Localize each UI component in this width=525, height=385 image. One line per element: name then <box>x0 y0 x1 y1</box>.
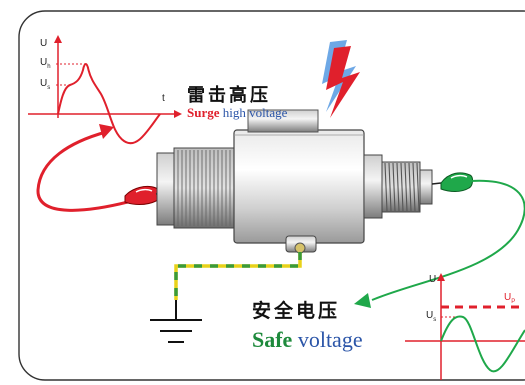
ground-wire <box>174 252 302 300</box>
surge-title-en-highlight: Surge <box>187 105 220 120</box>
surge-graph-tick-lower: Us <box>40 78 50 91</box>
safe-curve <box>440 315 525 373</box>
surge-curve <box>57 63 161 145</box>
surge-arrowhead-top <box>99 124 114 139</box>
surge-graph-tick-upper: Uh <box>40 57 51 70</box>
surge-graph <box>28 35 182 145</box>
safe-graph-tick-level-sub: s <box>433 317 437 323</box>
surge-graph-tick-lower-main: U <box>40 78 48 89</box>
ground-symbol-icon <box>150 300 202 343</box>
green-plug <box>431 172 473 192</box>
surge-title-en: Surge high voltage <box>187 105 287 121</box>
lightning-bolt-icon <box>322 40 360 118</box>
surge-graph-tick-lower-sub: s <box>47 85 51 91</box>
safe-graph-y-label: U <box>429 274 437 285</box>
safe-graph-limit-label-main: U <box>504 292 512 303</box>
surge-protector-device <box>156 109 433 254</box>
safe-graph <box>405 273 525 380</box>
surge-arrow <box>36 130 129 212</box>
safe-title-en: Safe voltage <box>252 327 363 353</box>
surge-graph-x-label: t <box>162 93 165 104</box>
safe-graph-limit-label: UP <box>504 292 515 305</box>
safe-title-cn: 安全电压 <box>252 300 341 322</box>
surge-title-cn: 雷击高压 <box>187 85 271 106</box>
surge-graph-tick-upper-sub: h <box>47 64 51 70</box>
safe-graph-limit-label-sub: P <box>511 299 516 305</box>
safe-arrow <box>371 179 525 301</box>
safe-graph-tick-level-main: U <box>426 310 434 321</box>
surge-graph-y-label: U <box>40 38 48 49</box>
surge-title-en-rest: high voltage <box>219 105 288 120</box>
safe-graph-tick-level: Us <box>426 310 436 323</box>
surge-graph-tick-upper-main: U <box>40 57 48 68</box>
safe-title-en-highlight: Safe <box>252 327 293 352</box>
safe-arrowhead <box>354 293 371 308</box>
safe-title-en-rest: voltage <box>292 327 363 352</box>
